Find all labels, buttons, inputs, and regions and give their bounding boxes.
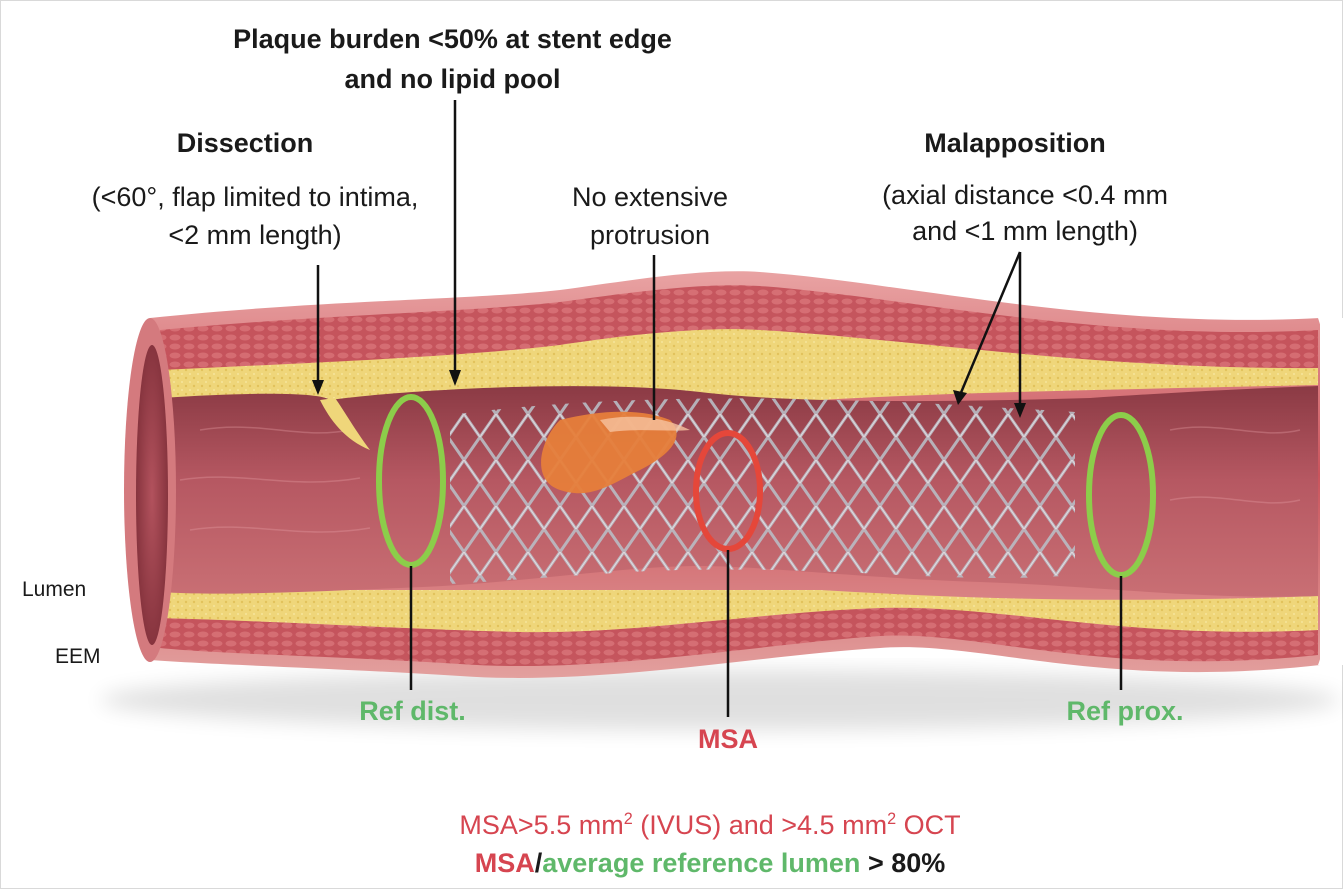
eem-label: EEM	[55, 644, 101, 670]
protrusion-label-line2: protrusion	[560, 218, 740, 252]
plaque-burden-title: Plaque burden <50% at stent edge	[200, 22, 705, 56]
malapposition-criteria-line2: and <1 mm length)	[880, 214, 1170, 248]
oct-text: OCT	[896, 810, 961, 840]
ref-prox-label: Ref prox.	[1050, 694, 1200, 728]
dissection-criteria-line1: (<60°, flap limited to intima,	[50, 180, 460, 214]
dissection-criteria-line2: <2 mm length)	[145, 218, 365, 252]
msa-threshold-criterion: MSA>5.5 mm2 (IVUS) and >4.5 mm2 OCT	[400, 808, 1020, 842]
protrusion-label-line1: No extensive	[545, 180, 755, 214]
plaque-burden-subtitle: and no lipid pool	[260, 62, 645, 96]
ratio-reference-text: average reference lumen	[542, 848, 860, 878]
superscript-2: 2	[887, 810, 896, 828]
msa-oct-text: (IVUS) and >4.5 mm	[633, 810, 887, 840]
dissection-title: Dissection	[140, 126, 350, 160]
superscript-2: 2	[624, 810, 633, 828]
lumen-label: Lumen	[22, 577, 86, 603]
msa-ivus-text: MSA>5.5 mm	[459, 810, 623, 840]
msa-ratio-criterion: MSA/average reference lumen > 80%	[400, 846, 1020, 880]
msa-label: MSA	[680, 722, 776, 756]
malapposition-title: Malapposition	[895, 126, 1135, 160]
ref-dist-label: Ref dist.	[340, 694, 485, 728]
malapposition-criteria-line1: (axial distance <0.4 mm	[855, 178, 1195, 212]
ratio-msa-text: MSA	[475, 848, 535, 878]
ratio-value-text: > 80%	[860, 848, 945, 878]
